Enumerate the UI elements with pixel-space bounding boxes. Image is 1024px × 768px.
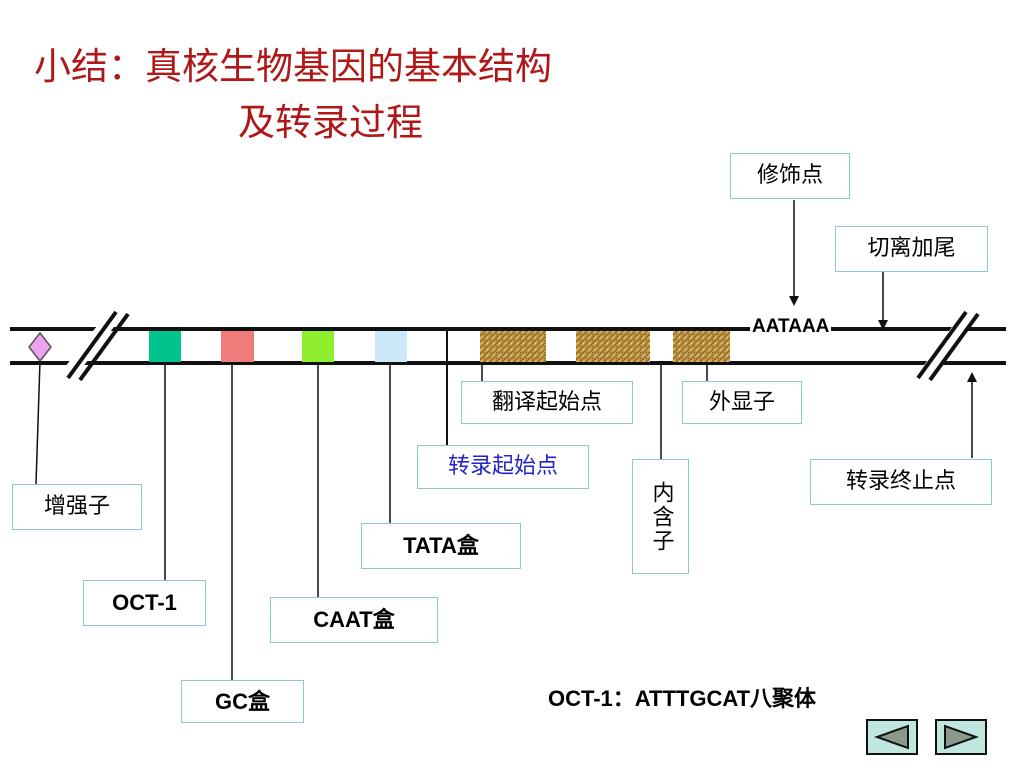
exon-label: 外显子 (682, 381, 802, 424)
oct1-octamer-note: OCT-1：ATTTGCAT八聚体 (548, 686, 817, 711)
enhancer-pointer (35, 360, 41, 485)
tata-box-label: TATA盒 (361, 523, 521, 569)
modification-site-arrow (789, 200, 799, 306)
enhancer-label: 增强子 (12, 484, 142, 530)
prev-slide-button[interactable] (866, 719, 918, 755)
transcription-stop-label: 转录终止点 (810, 459, 992, 505)
exon-1 (480, 331, 546, 362)
break-mark-left (60, 308, 130, 382)
exon-2 (576, 331, 650, 362)
transcription-stop-arrow (967, 372, 977, 458)
modification-site-label: 修饰点 (730, 153, 850, 199)
gc-box-label: GC盒 (181, 680, 304, 723)
page-title-line2: 及转录过程 (238, 101, 423, 144)
triangle-right-icon (944, 724, 979, 750)
intron-label: 内含子 (632, 459, 689, 574)
enhancer-diamond (28, 331, 52, 363)
next-slide-button[interactable] (935, 719, 987, 755)
break-mark-right (916, 309, 980, 385)
page-title: 小结：真核生物基因的基本结构 (34, 45, 552, 88)
oct1-box (149, 331, 181, 362)
gc-box (221, 331, 254, 362)
translation-start-label: 翻译起始点 (461, 381, 633, 424)
aataaa-sequence: AATAAA (750, 316, 832, 337)
transcription-start-label: 转录起始点 (417, 445, 589, 489)
caat-box-label: CAAT盒 (270, 597, 438, 643)
cleavage-polyadenylation-label: 切离加尾 (835, 226, 988, 272)
tata-box (375, 331, 407, 362)
exon-3 (673, 331, 730, 362)
oct1-label: OCT-1 (83, 580, 206, 626)
triangle-left-icon (874, 724, 909, 750)
caat-box (302, 331, 334, 362)
cleavage-arrow (878, 272, 888, 330)
